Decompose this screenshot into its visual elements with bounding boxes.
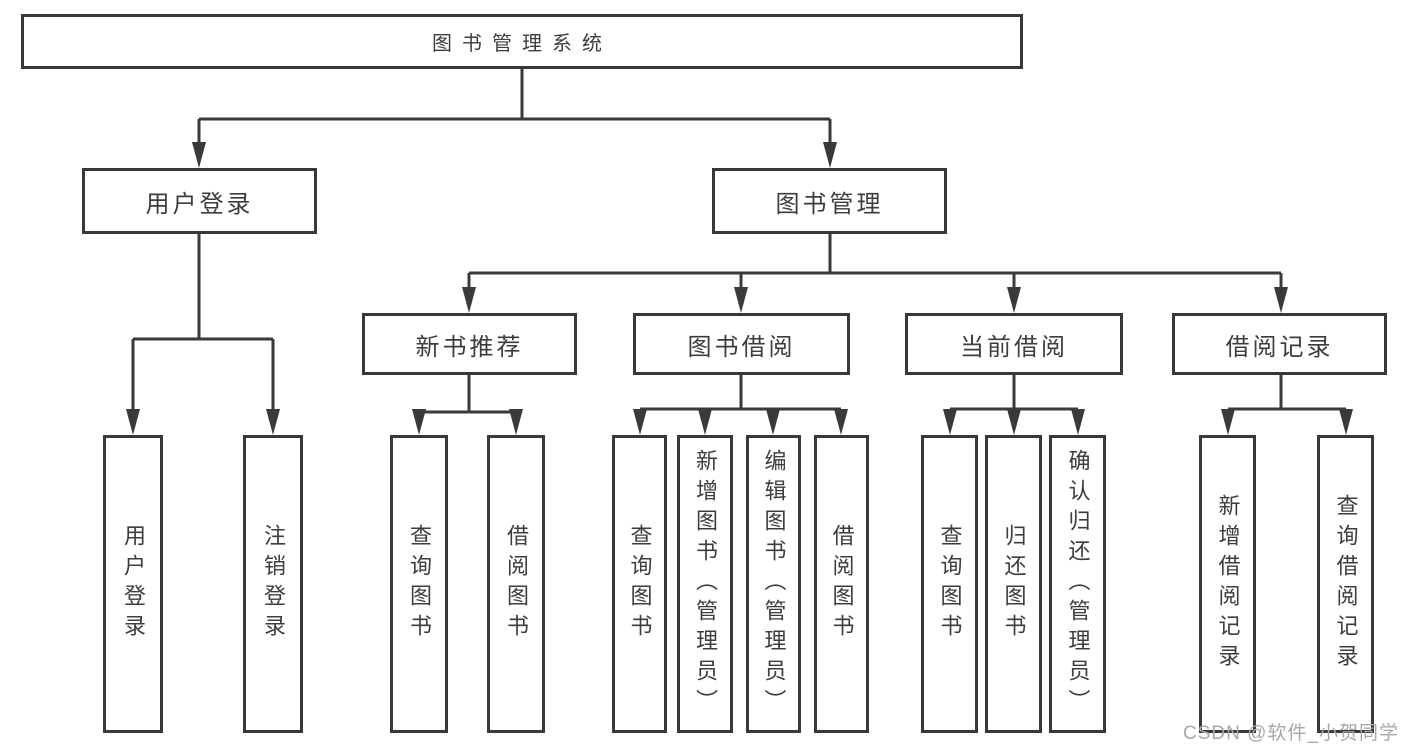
leaf-add-borrow-record-label: 新增借阅记录 [1215,494,1241,674]
leaf-query-books-borrow-label: 查询图书 [627,524,653,644]
leaf-query-books-current-label: 查询图书 [937,524,963,644]
leaf-query-books-borrow: 查询图书 [612,435,667,733]
leaf-return-books-label: 归还图书 [1001,524,1027,644]
leaf-add-borrow-record: 新增借阅记录 [1199,435,1256,733]
leaf-query-borrow-record: 查询借阅记录 [1317,435,1374,733]
node-new-book-recommend: 新书推荐 [362,313,577,375]
leaf-confirm-return-admin: 确认归还（管理员） [1049,435,1106,733]
leaf-query-books-recommend: 查询图书 [390,435,448,733]
leaf-logout-login-label: 注销登录 [261,524,286,644]
node-root-label: 图书管理系统 [432,33,612,55]
node-borrow-records: 借阅记录 [1172,313,1387,375]
node-borrow-records-label: 借阅记录 [1225,333,1334,361]
leaf-edit-books-admin: 编辑图书（管理员） [746,435,801,733]
leaf-user-login-label: 用户登录 [121,524,146,644]
leaf-logout-login: 注销登录 [243,435,303,733]
leaf-add-books-admin-label: 新增图书（管理员） [693,449,718,719]
leaf-user-login: 用户登录 [103,435,163,733]
leaf-query-books-current: 查询图书 [921,435,978,733]
leaf-borrow-books-recommend: 借阅图书 [487,435,545,733]
leaf-borrow-books-label: 借阅图书 [829,524,855,644]
node-user-login: 用户登录 [82,168,317,234]
leaf-add-books-admin: 新增图书（管理员） [677,435,733,733]
arrowheads [126,142,1353,435]
leaf-query-books-recommend-label: 查询图书 [407,524,432,644]
node-book-borrow-label: 图书借阅 [687,333,796,361]
csdn-watermark: CSDN @软件_小贺同学 [1183,723,1399,744]
node-root-system: 图书管理系统 [21,14,1023,69]
node-user-login-label: 用户登录 [145,190,254,218]
node-book-borrow: 图书借阅 [633,313,850,375]
leaf-query-borrow-record-label: 查询借阅记录 [1333,494,1359,674]
node-book-management-label: 图书管理 [775,190,884,218]
node-current-borrow-label: 当前借阅 [960,333,1068,361]
node-current-borrow: 当前借阅 [905,313,1123,375]
leaf-return-books: 归还图书 [985,435,1042,733]
leaf-borrow-books-recommend-label: 借阅图书 [504,524,529,644]
node-new-book-recommend-label: 新书推荐 [415,333,524,361]
node-book-management: 图书管理 [712,168,947,234]
leaf-confirm-return-admin-label: 确认归还（管理员） [1065,449,1091,719]
leaf-borrow-books: 借阅图书 [814,435,869,733]
leaf-edit-books-admin-label: 编辑图书（管理员） [761,449,787,719]
